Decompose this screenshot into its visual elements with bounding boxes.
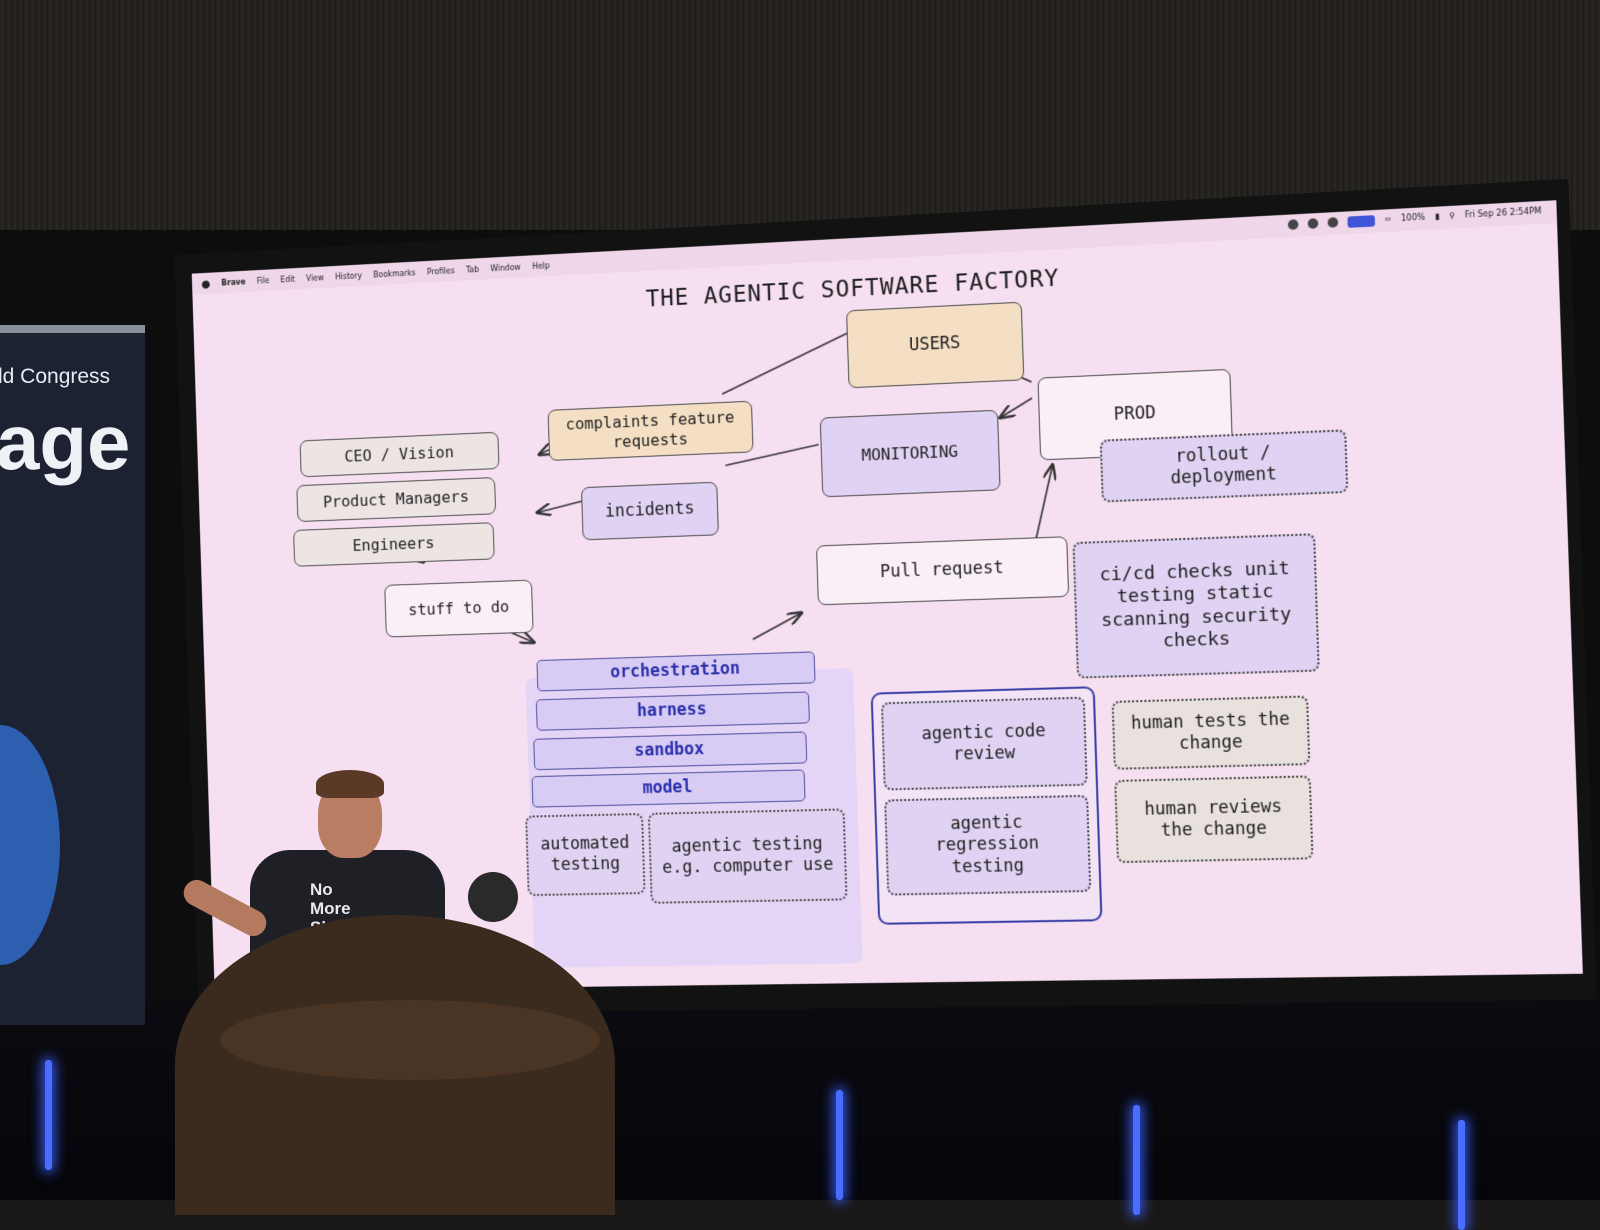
- event-banner: ld Congress age: [0, 325, 145, 1025]
- arrow: [1032, 465, 1055, 545]
- monitoring-box: MONITORING: [819, 409, 1001, 498]
- arrow: [720, 333, 848, 394]
- model-box: model: [531, 769, 806, 808]
- users-box: USERS: [846, 301, 1025, 389]
- agentic-regression-box: agentic regression testing: [884, 794, 1092, 896]
- banner-congress-text: ld Congress: [0, 365, 111, 388]
- stage-light: [1133, 1105, 1140, 1215]
- automated-testing-box: automated testing: [525, 812, 646, 897]
- rollout-box: rollout / deployment: [1099, 429, 1349, 503]
- agentic-code-review-box: agentic code review: [880, 696, 1088, 791]
- agentic-testing-box: agentic testing e.g. computer use: [647, 808, 848, 904]
- banner-top-bar: [0, 325, 145, 333]
- stage-light: [1458, 1120, 1465, 1230]
- audience-head-small: [468, 872, 518, 922]
- speaker-hair: [316, 770, 384, 798]
- arrow: [752, 613, 802, 639]
- banner-swoosh: [0, 725, 60, 965]
- product-managers-box: Product Managers: [296, 477, 497, 523]
- human-tests-box: human tests the change: [1111, 695, 1311, 770]
- complaints-box: complaints feature requests: [547, 400, 754, 461]
- stuff-to-do-box: stuff to do: [384, 579, 534, 638]
- stage-light: [45, 1060, 52, 1170]
- pull-request-box: Pull request: [815, 536, 1070, 606]
- audience-cap-brim: [220, 1000, 600, 1080]
- arrow: [1000, 398, 1033, 418]
- incidents-box: incidents: [580, 481, 719, 541]
- engineers-box: Engineers: [293, 522, 495, 567]
- banner-big-text: age: [0, 398, 131, 486]
- stage-light: [836, 1090, 843, 1200]
- human-reviews-box: human reviews the change: [1114, 775, 1314, 864]
- checks-box: ci/cd checks unit testing static scannin…: [1072, 533, 1320, 679]
